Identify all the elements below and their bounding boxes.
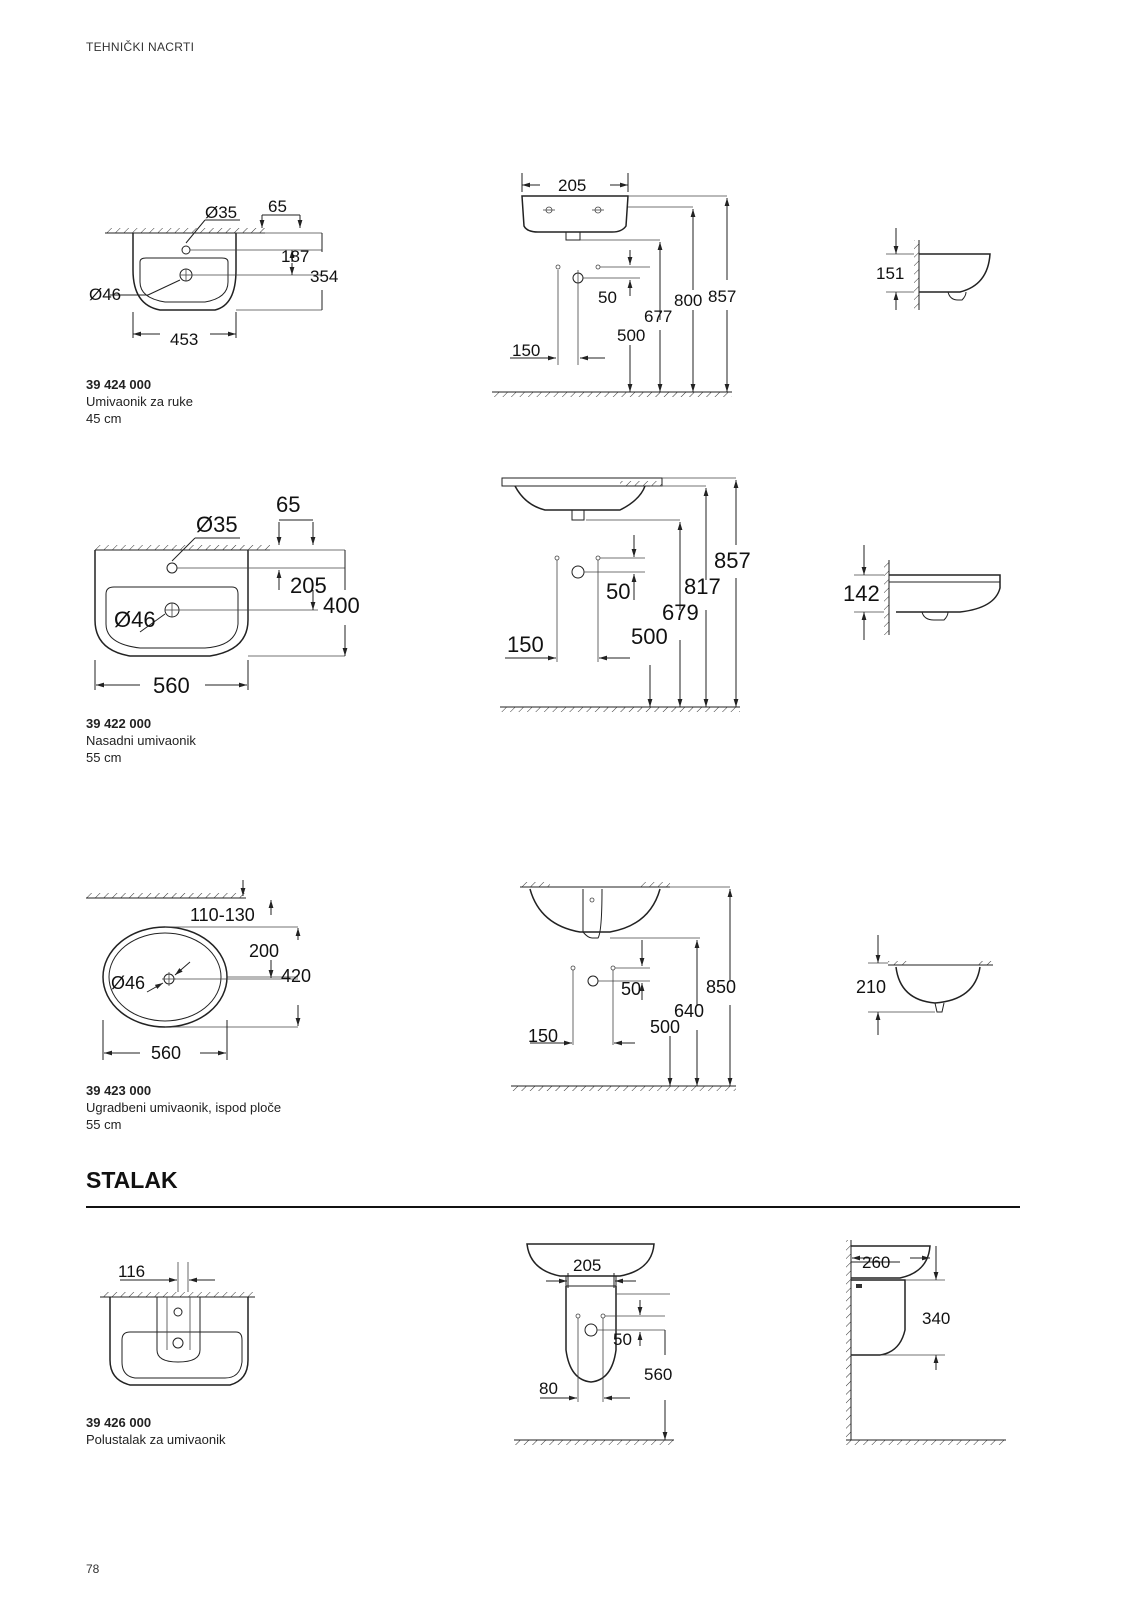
dim-label: Ø46 — [114, 607, 156, 632]
front-view-39424000: 205 50 677 800 857 500 150 — [492, 173, 736, 397]
page-header: TEHNIČKI NACRTI — [86, 40, 195, 54]
product-code: 39 423 000 — [86, 1083, 152, 1098]
dim-label: 500 — [617, 326, 645, 345]
front-view-39422000: 857 817 50 679 150 500 — [500, 477, 751, 712]
dim-label: 857 — [714, 548, 751, 573]
dim-label: 210 — [856, 977, 886, 997]
dim-label: 857 — [708, 287, 736, 306]
product-size: 45 cm — [86, 411, 122, 426]
dim-label: 50 — [621, 979, 641, 999]
side-view-39423000: 210 — [856, 935, 993, 1035]
dim-label: 80 — [539, 1379, 558, 1398]
dim-label: 50 — [598, 288, 617, 307]
dim-label: 420 — [281, 966, 311, 986]
product-caption: 39 423 000 Ugradbeni umivaonik, ispod pl… — [86, 1082, 281, 1133]
dim-label: 677 — [644, 307, 672, 326]
product-caption: 39 426 000 Polustalak za umivaonik — [86, 1414, 225, 1448]
dim-label: 142 — [843, 581, 880, 606]
dim-label: 640 — [674, 1001, 704, 1021]
side-view-39426000: 260 340 — [846, 1240, 1006, 1445]
section-divider — [86, 1206, 1020, 1208]
dim-label: 354 — [310, 267, 338, 286]
product-name: Umivaonik za ruke — [86, 394, 193, 409]
product-code: 39 424 000 — [86, 377, 152, 392]
dim-label: 110-130 — [190, 905, 255, 925]
product-name: Ugradbeni umivaonik, ispod ploče — [86, 1100, 282, 1115]
product-caption: 39 424 000 Umivaonik za ruke 45 cm — [86, 376, 193, 427]
dim-label: 205 — [558, 176, 586, 195]
dim-label: 817 — [684, 574, 721, 599]
dim-label: 116 — [118, 1262, 145, 1281]
product-name: Polustalak za umivaonik — [86, 1432, 226, 1447]
dim-label: 340 — [922, 1309, 950, 1328]
dim-label: 187 — [281, 247, 309, 266]
dim-label: 560 — [153, 673, 190, 698]
dim-label: 150 — [528, 1026, 558, 1046]
dim-label: 500 — [650, 1017, 680, 1037]
product-caption: 39 422 000 Nasadni umivaonik 55 cm — [86, 715, 196, 766]
dim-label: 50 — [606, 579, 630, 604]
dim-label: 500 — [631, 624, 668, 649]
dim-label: 150 — [507, 632, 544, 657]
dim-label: 679 — [662, 600, 699, 625]
dim-label: Ø46 — [111, 973, 145, 993]
dim-label: 560 — [151, 1043, 181, 1063]
product-code: 39 426 000 — [86, 1415, 152, 1430]
dim-label: 65 — [276, 492, 300, 517]
dim-label: 453 — [170, 330, 198, 349]
product-code: 39 422 000 — [86, 716, 152, 731]
side-view-39424000: 151 — [876, 228, 991, 310]
page-number: 78 — [86, 1562, 100, 1576]
side-view-39422000: 142 — [843, 545, 1001, 640]
plan-view-39422000: 65 Ø35 205 400 Ø46 560 — [94, 492, 360, 698]
dim-label: 205 — [573, 1256, 601, 1275]
front-view-39426000: 205 50 560 80 — [514, 1243, 674, 1445]
dim-label: 151 — [876, 264, 904, 283]
plan-view-39426000: 116 — [100, 1262, 255, 1386]
dim-label: 400 — [323, 593, 360, 618]
front-view-39423000: 50 850 640 500 150 — [511, 882, 736, 1091]
dim-label: 560 — [644, 1365, 672, 1384]
dim-label: 205 — [290, 573, 327, 598]
product-name: Nasadni umivaonik — [86, 733, 196, 748]
dim-label: 200 — [249, 941, 279, 961]
dim-label: Ø46 — [89, 285, 121, 304]
dim-label: 150 — [512, 341, 540, 360]
product-size: 55 cm — [86, 1117, 122, 1132]
dim-label: 65 — [268, 197, 287, 216]
dim-label: Ø35 — [196, 512, 238, 537]
plan-view-39424000: Ø35 65 187 354 Ø46 453 — [89, 197, 338, 349]
dim-label: 850 — [706, 977, 736, 997]
dim-label: 800 — [674, 291, 702, 310]
product-size: 55 cm — [86, 750, 122, 765]
section-title: STALAK — [86, 1167, 178, 1193]
plan-view-39423000: 110-130 200 420 Ø46 560 — [86, 880, 311, 1063]
dim-label: Ø35 — [205, 203, 237, 222]
dim-label: 50 — [613, 1330, 632, 1349]
dim-label: 260 — [862, 1253, 890, 1272]
